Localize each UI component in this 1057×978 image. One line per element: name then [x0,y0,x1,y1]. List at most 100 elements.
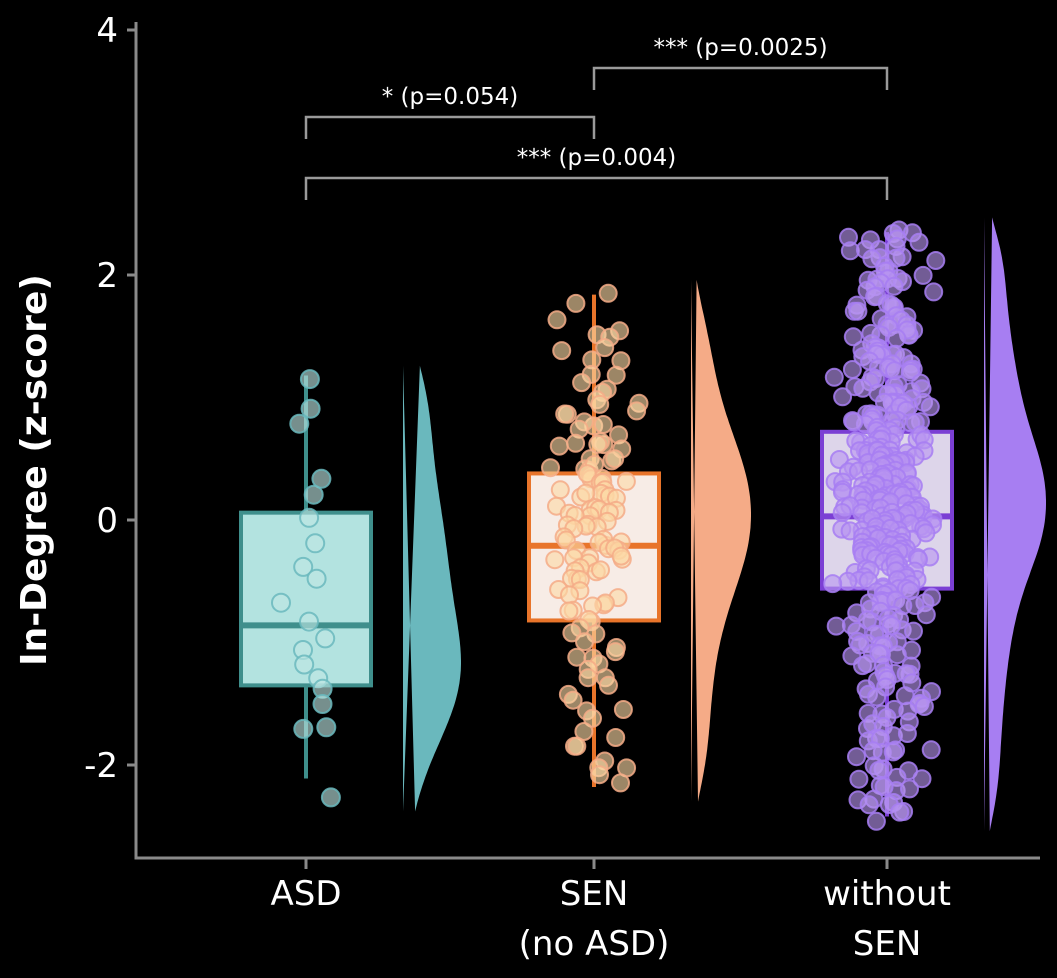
data-point [904,621,923,641]
data-point [300,398,321,419]
data-point [866,811,886,831]
y-axis-title: In-Degree (z-score) [14,274,55,666]
data-point [299,369,320,390]
data-point [598,283,618,303]
data-point [311,468,332,489]
data-point [887,328,907,348]
data-point [289,413,310,434]
data-point [590,394,610,414]
violin-layer [403,217,1046,832]
violin-1 [691,279,751,802]
data-point [271,592,291,613]
sig-sen-without-bracket [592,66,889,90]
data-point [627,401,647,421]
data-point [599,675,618,695]
data-point [924,282,944,302]
data-point [897,724,917,743]
violin-0 [403,365,461,812]
data-point [912,769,932,789]
x-axis-label-1-line2: (no ASD) [519,924,670,964]
data-point [920,397,940,417]
data-point [824,367,844,387]
data-point [611,773,630,793]
data-point [857,654,877,674]
data-point [847,747,866,767]
sig-sen-without-label: *** (p=0.0025) [653,35,827,61]
data-point [305,533,326,554]
data-point [552,341,572,361]
data-point [605,449,625,469]
data-point [842,360,862,379]
x-axis-label-1: SEN [560,874,629,914]
data-point [823,574,843,594]
data-point [914,697,934,716]
data-point [566,293,586,313]
data-point [926,251,946,270]
data-point [590,765,609,785]
data-point [867,687,887,707]
data-point [547,310,567,330]
data-point [550,480,570,500]
data-point [843,327,863,347]
data-point [826,616,846,636]
data-point [572,373,592,393]
data-point [559,601,579,621]
data-point [320,787,341,808]
data-point [306,568,327,589]
data-point [293,556,314,577]
data-point [575,632,594,652]
data-point [613,700,633,719]
sig-asd-sen-label: * (p=0.054) [382,84,518,110]
data-point [541,458,560,478]
significance-annotations-layer: * (p=0.054)*** (p=0.0025)*** (p=0.004) [304,33,889,200]
y-tick-label: 2 [96,256,118,296]
x-axis-label-2: without [823,874,951,914]
data-point [294,654,315,675]
data-point [848,301,868,321]
data-point [576,483,596,503]
data-point [606,365,626,385]
data-point [293,718,314,739]
sig-asd-without-bracket [304,176,889,200]
data-point [299,507,320,528]
y-tick-label: 0 [96,501,118,541]
data-point [874,777,894,797]
data-point [606,728,626,747]
data-point [832,503,852,523]
data-point [909,232,929,252]
x-axis-label-0: ASD [270,874,341,914]
violin-2 [984,217,1046,832]
data-point [921,740,941,760]
data-point [312,694,333,714]
x-axis-label-2-line2: SEN [853,924,922,964]
data-point [316,717,337,738]
data-point [591,560,610,580]
data-point [887,645,907,665]
data-point [583,708,602,728]
data-point [566,433,586,453]
axis-spine [134,22,1040,860]
data-point [555,404,575,424]
data-point [588,434,608,454]
data-point [563,690,583,710]
data-point [611,546,631,566]
data-point [883,742,903,762]
data-point [605,642,625,662]
y-tick-label: -2 [84,746,118,786]
data-point [593,415,613,434]
data-point [616,471,636,491]
data-point [859,795,879,815]
data-point [890,802,910,822]
data-point [884,276,904,296]
data-point [545,550,565,570]
data-point [916,523,936,543]
data-point [578,668,598,688]
data-point [315,628,336,649]
data-point [916,605,936,625]
axis-labels-layer: In-Degree (z-score) ASD SEN (no ASD) without… [12,272,953,966]
data-point [833,387,853,407]
data-point [562,623,582,643]
